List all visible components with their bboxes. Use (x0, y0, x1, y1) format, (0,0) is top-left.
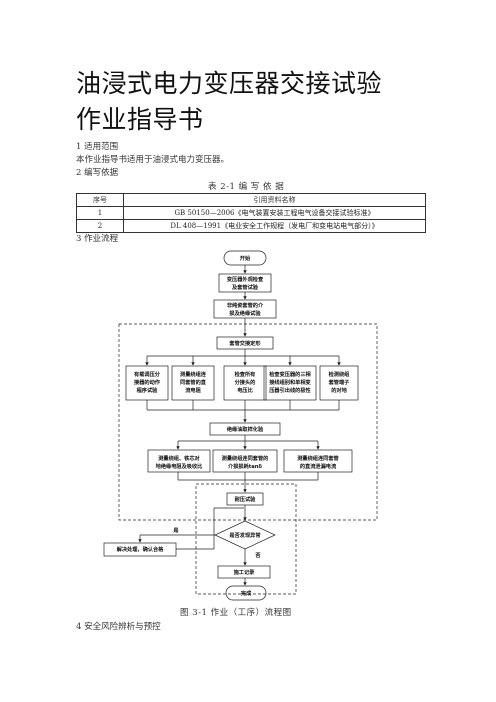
fc-test2-line3: 流电阻 (185, 386, 201, 394)
reference-table: 序号 引用资料名称 1 GB 50150—2006《电气装置安装工程电气设备交接… (76, 193, 426, 233)
end-terminal (225, 585, 267, 601)
fc-step2-line1: 非纯瓷套管的介 (227, 301, 264, 309)
fc-mid-label: 绝缘油取样化验 (227, 425, 264, 433)
table-caption: 表 2-1 编 写 依 据 (208, 182, 285, 192)
fc-test2-line2: 同套管的直 (180, 378, 207, 386)
fc-test3-line3: 电压比 (237, 386, 253, 394)
fc-fix-label: 解决处理，确认合格 (117, 545, 165, 553)
section-3-heading: 3 作业流程 (76, 234, 119, 244)
test-box (147, 449, 211, 473)
fc-test6-line2: 地绝缘电阻及吸收比 (156, 462, 203, 470)
fc-test5-line3: 的对地 (331, 386, 347, 394)
fc-test7-line2: 介损损耗tanδ (227, 462, 262, 470)
fc-test3-line2: 分接头的 (235, 378, 256, 386)
fc-test8-line1: 测量绕组连同套管 (297, 454, 339, 462)
fc-withstand-label: 耐压试验 (235, 495, 257, 503)
outer-dashed-frame (118, 323, 378, 521)
fc-test5-line1: 检测绕组 (329, 370, 351, 378)
fc-test1-line1: 有载调压分 (134, 370, 161, 378)
inner-dashed-frame (195, 483, 297, 595)
fc-no-label: 否 (255, 551, 261, 559)
fix-box (103, 542, 177, 557)
fc-decision-label: 是否发现异常 (228, 531, 260, 539)
figure-caption: 图 3-1 作业（工序）流程图 (180, 608, 292, 618)
step-box (217, 565, 271, 579)
fc-test4-line1: 检查变压器的三相 (269, 370, 311, 378)
fc-step1-line1: 变压器外观检查 (227, 275, 264, 283)
table-header-row: 序号 引用资料名称 (76, 193, 426, 207)
fc-test6-line1: 测量绕组、铁芯对 (158, 454, 200, 462)
section-4-heading: 4 安全风险辨析与预控 (76, 622, 161, 632)
fc-test1-line2: 接器的动作 (134, 378, 161, 386)
section-1-text: 本作业指导书适用于油浸式电力变压器。 (76, 155, 230, 165)
fc-test4-line2: 接线组别和单相变 (269, 378, 311, 386)
fc-test1-line3: 程序试验 (137, 386, 159, 394)
section-2-heading: 2 编写依据 (76, 168, 119, 178)
section-1-heading: 1 适用范围 (76, 142, 119, 152)
fc-test4-line3: 压器引出线的极性 (269, 386, 311, 394)
fc-step2-line2: 损及绝缘试验 (229, 309, 261, 317)
fc-test5-line2: 套管端子 (329, 378, 351, 386)
fc-start-label: 开始 (240, 254, 251, 262)
fc-record-label: 施工记录 (234, 568, 256, 576)
fc-yes-label: 是 (172, 526, 179, 534)
fc-test7-line1: 测量绕组连同套管的 (222, 454, 269, 462)
fc-test3-line1: 检查所有 (235, 370, 256, 378)
fc-test8-line2: 的直流泄漏电流 (300, 462, 337, 470)
doc-title-line1: 油浸式电力变压器交接试验 (76, 69, 383, 98)
fc-step3-label: 套管交接定形 (229, 339, 261, 347)
doc-title-line2: 作业指导书 (76, 105, 204, 134)
table-cell: DL 408—1991《电业安全工作规程（发电厂和变电站电气部分）》 (123, 219, 426, 233)
fc-step1-line2: 及套管试验 (232, 283, 259, 291)
fc-end-label: 完成 (241, 589, 252, 597)
table-row: 2 DL 408—1991《电业安全工作规程（发电厂和变电站电气部分）》 (76, 219, 426, 233)
fc-test2-line1: 测量绕组连 (180, 370, 207, 378)
